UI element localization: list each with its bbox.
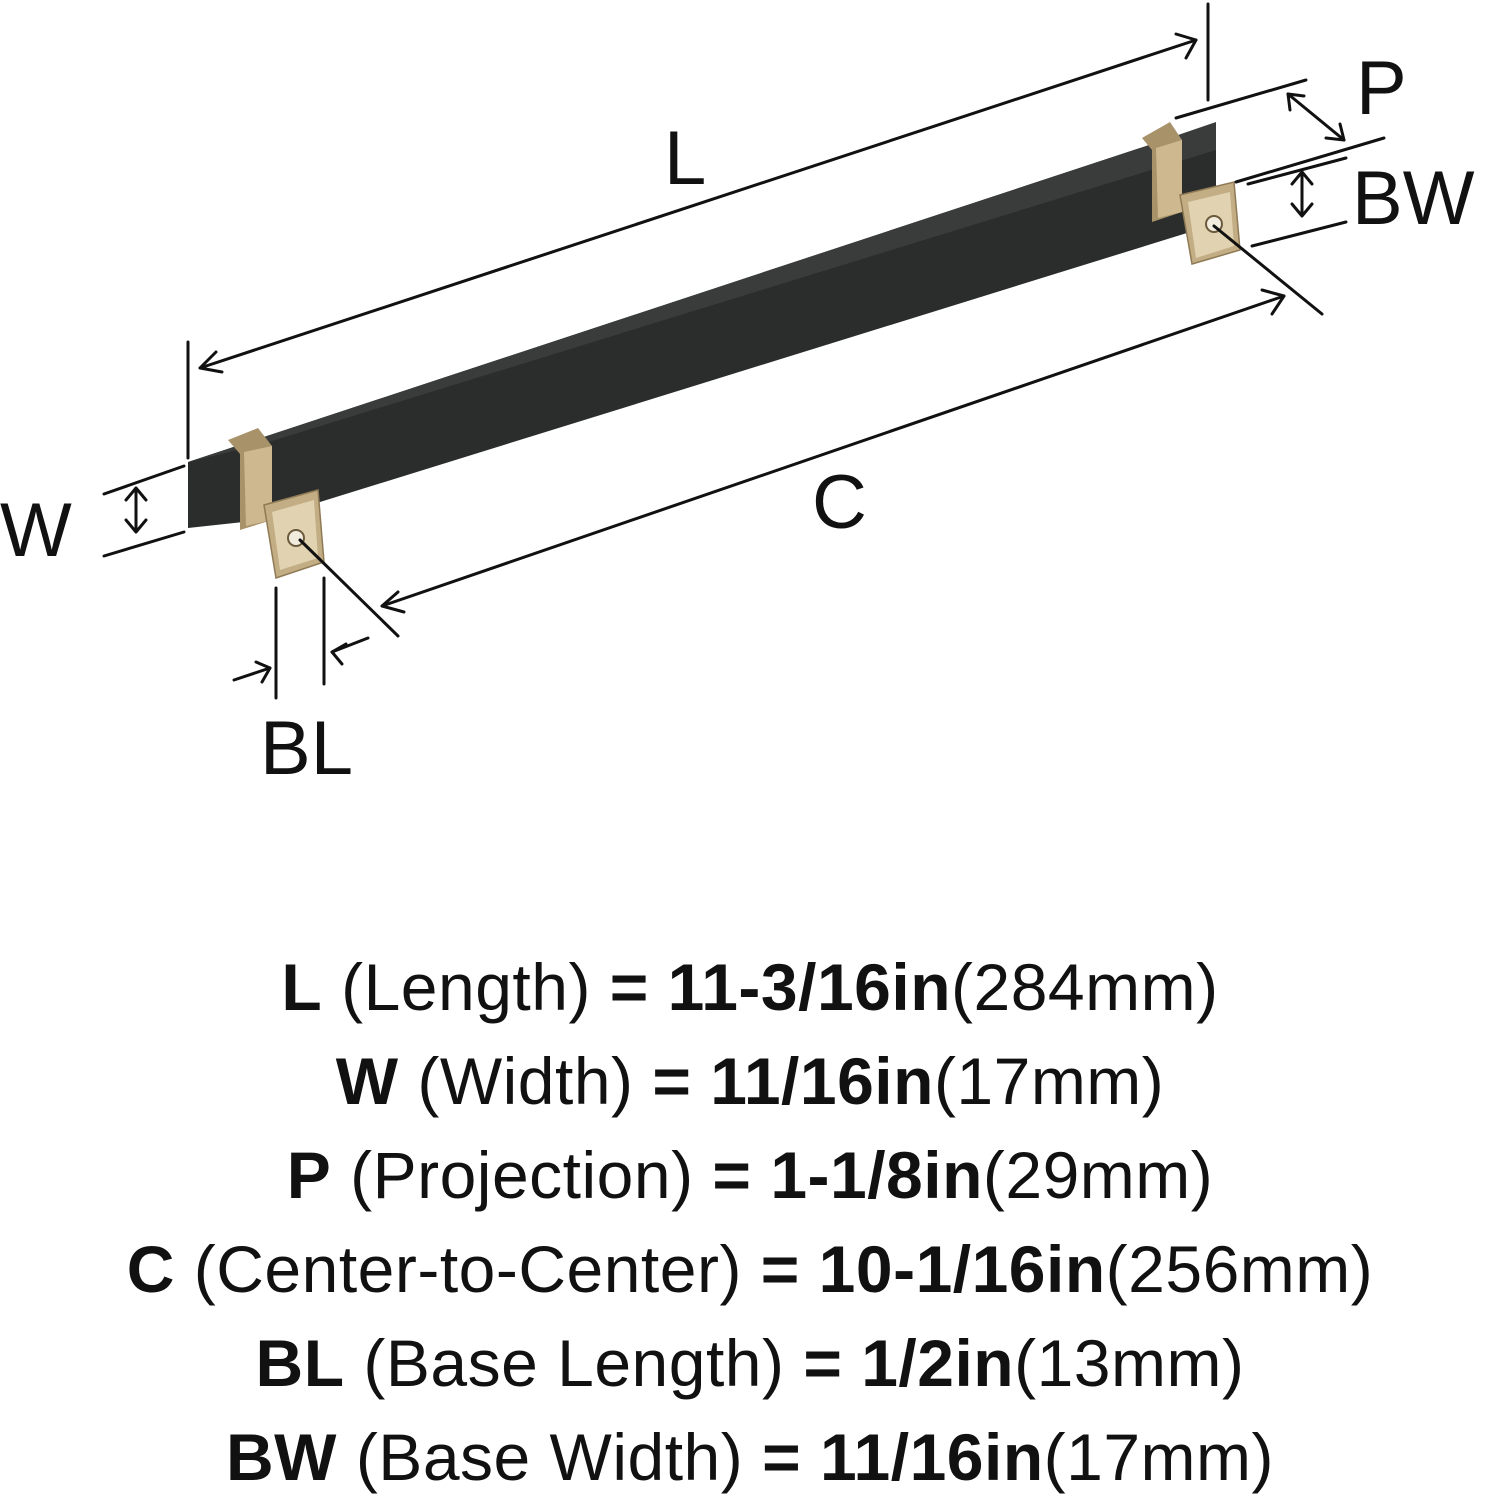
spec-list: L (Length) = 11-3/16in(284mm) W (Width) …: [0, 940, 1500, 1504]
spec-equals: =: [803, 1326, 843, 1400]
label-BL: BL: [260, 706, 353, 791]
spec-equals: =: [652, 1044, 692, 1118]
spec-inch: 11/16in: [710, 1044, 934, 1118]
spec-name: (Projection): [350, 1138, 694, 1212]
dimension-L: L: [186, 2, 1210, 460]
spec-inch: 1/2in: [861, 1326, 1015, 1400]
spec-abbr: W: [335, 1044, 399, 1118]
spec-abbr: C: [126, 1232, 175, 1306]
label-W: W: [0, 488, 72, 573]
spec-name: (Width): [417, 1044, 634, 1118]
label-C: C: [812, 460, 867, 545]
dimension-P: P: [1174, 46, 1407, 184]
spec-row-base-length: BL (Base Length) = 1/2in(13mm): [0, 1316, 1500, 1410]
spec-name: (Center-to-Center): [193, 1232, 742, 1306]
spec-name: (Base Width): [355, 1420, 744, 1494]
dimension-BL: BL: [232, 576, 370, 791]
dimension-C: C: [298, 224, 1324, 638]
spec-abbr: BW: [226, 1420, 337, 1494]
spec-inch: 11/16in: [819, 1420, 1044, 1494]
spec-name: (Length): [341, 950, 591, 1024]
label-P: P: [1356, 46, 1407, 131]
spec-row-center-to-center: C (Center-to-Center) = 10-1/16in(256mm): [0, 1222, 1500, 1316]
spec-equals: =: [760, 1232, 800, 1306]
spec-inch: 1-1/8in: [770, 1138, 983, 1212]
spec-row-width: W (Width) = 11/16in(17mm): [0, 1034, 1500, 1128]
dimension-W: W: [0, 464, 186, 573]
spec-inch: 11-3/16in: [667, 950, 952, 1024]
label-L: L: [664, 116, 706, 201]
right-base: [1142, 122, 1241, 265]
spec-row-length: L (Length) = 11-3/16in(284mm): [0, 940, 1500, 1034]
handle-bar: [188, 122, 1216, 528]
left-base: [228, 428, 325, 579]
spec-name: (Base Length): [363, 1326, 785, 1400]
bar-front: [188, 148, 1216, 528]
spec-mm: (17mm): [1043, 1420, 1274, 1494]
spec-equals: =: [712, 1138, 752, 1212]
spec-row-base-width: BW (Base Width) = 11/16in(17mm): [0, 1410, 1500, 1504]
spec-equals: =: [609, 950, 649, 1024]
spec-equals: =: [762, 1420, 802, 1494]
spec-abbr: BL: [255, 1326, 345, 1400]
spec-mm: (284mm): [951, 950, 1219, 1024]
label-BW: BW: [1352, 156, 1475, 241]
spec-mm: (17mm): [933, 1044, 1165, 1118]
spec-inch: 10-1/16in: [818, 1232, 1106, 1306]
dimension-BW: BW: [1246, 156, 1475, 248]
spec-mm: (256mm): [1105, 1232, 1374, 1306]
handle-dimension-diagram: L P BW W C: [0, 2, 1475, 791]
spec-abbr: P: [286, 1138, 332, 1212]
spec-mm: (13mm): [1014, 1326, 1245, 1400]
spec-abbr: L: [281, 950, 323, 1024]
spec-mm: (29mm): [982, 1138, 1214, 1212]
spec-row-projection: P (Projection) = 1-1/8in(29mm): [0, 1128, 1500, 1222]
